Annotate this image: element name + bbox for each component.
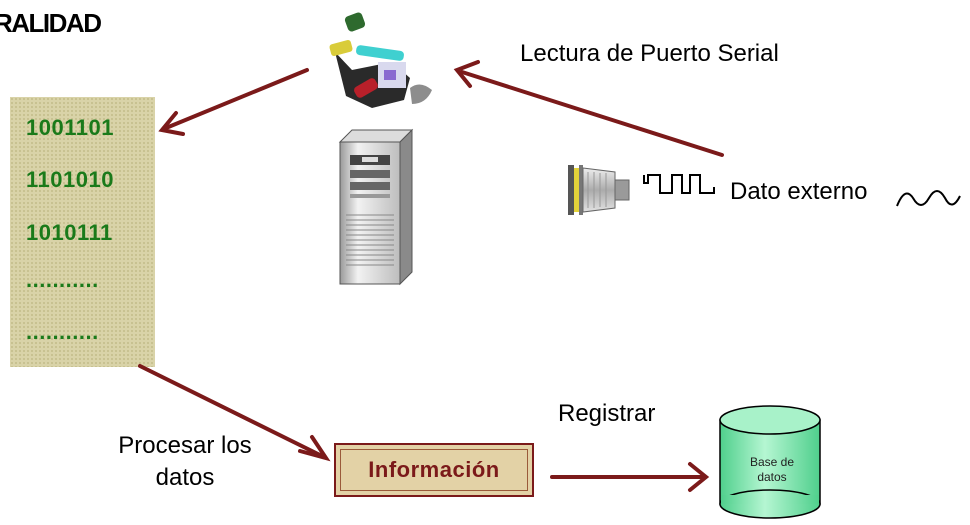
software-icon [329,12,432,108]
sine-wave-icon [896,190,961,207]
binary-line: ........... [26,319,99,344]
database-label-line-1: Base de [749,455,795,469]
binary-line: 1010111 [26,220,113,245]
database-label-line-2: datos [757,470,787,484]
binary-line: 1101010 [26,167,114,192]
serial-connector-icon [568,165,630,215]
process-data-label: Procesar los datos [100,430,270,494]
binary-line: ........... [26,267,99,292]
arrow-software-to-panel [158,68,309,136]
process-label-line-2: datos [155,464,215,491]
server-tower-icon [338,128,414,286]
arrow-information-to-database [550,462,710,492]
register-label: Registrar [558,400,656,427]
information-box: Información [334,443,534,497]
binary-line: 1001101 [26,115,114,140]
process-label-line-1: Procesar los [118,432,252,459]
serial-read-label: Lectura de Puerto Serial [520,40,779,67]
page-heading: RALIDAD [0,8,102,38]
square-wave-icon [643,174,715,194]
information-label: Información [368,457,500,482]
database-icon [719,405,821,519]
database-label: Base de datos [722,455,822,485]
arrow-serial-to-software [453,60,724,157]
external-data-label: Dato externo [730,178,868,205]
arrow-panel-to-information [138,364,331,462]
binary-data-panel: 1001101 1101010 1010111 ........... ....… [10,97,155,367]
